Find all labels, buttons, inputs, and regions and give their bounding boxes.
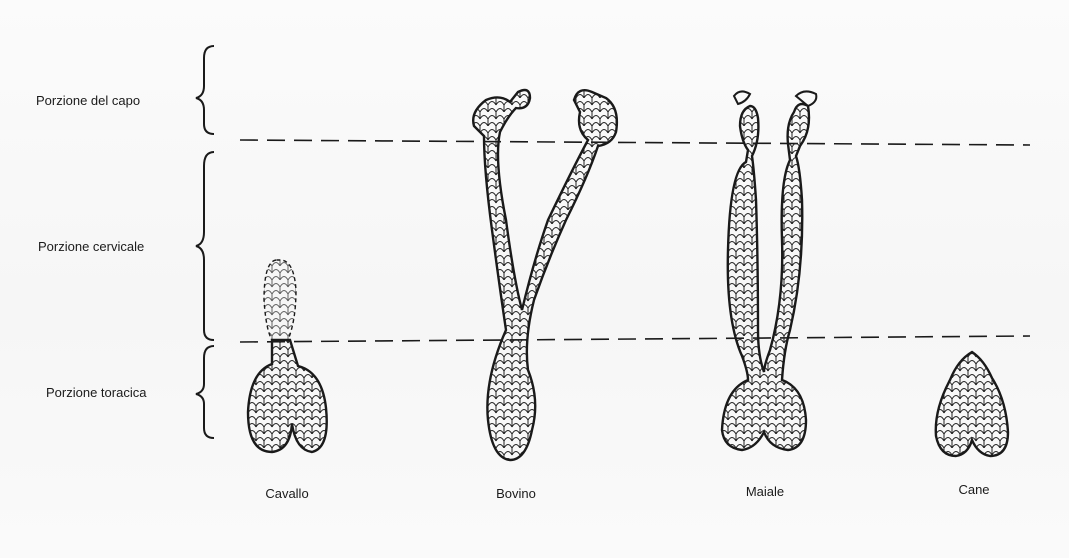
brace-head [195, 45, 215, 135]
species-label-cane: Cane [958, 482, 990, 497]
thymus-bovino [472, 88, 619, 462]
boundary-line-lower [239, 335, 1031, 343]
thymus-maiale [720, 90, 818, 452]
thymus-cane [934, 350, 1010, 458]
region-label-cervicale: Porzione cervicale [38, 239, 145, 254]
region-label-capo: Porzione del capo [36, 93, 141, 108]
species-label-cavallo: Cavallo [265, 486, 309, 501]
brace-thoracic [195, 345, 215, 439]
boundary-line-upper [239, 139, 1031, 146]
region-label-toracica: Porzione toracica [46, 385, 147, 400]
thymus-cavallo [246, 259, 328, 454]
species-label-maiale: Maiale [745, 484, 785, 499]
brace-cervical [195, 151, 215, 341]
species-label-bovino: Bovino [496, 486, 536, 501]
